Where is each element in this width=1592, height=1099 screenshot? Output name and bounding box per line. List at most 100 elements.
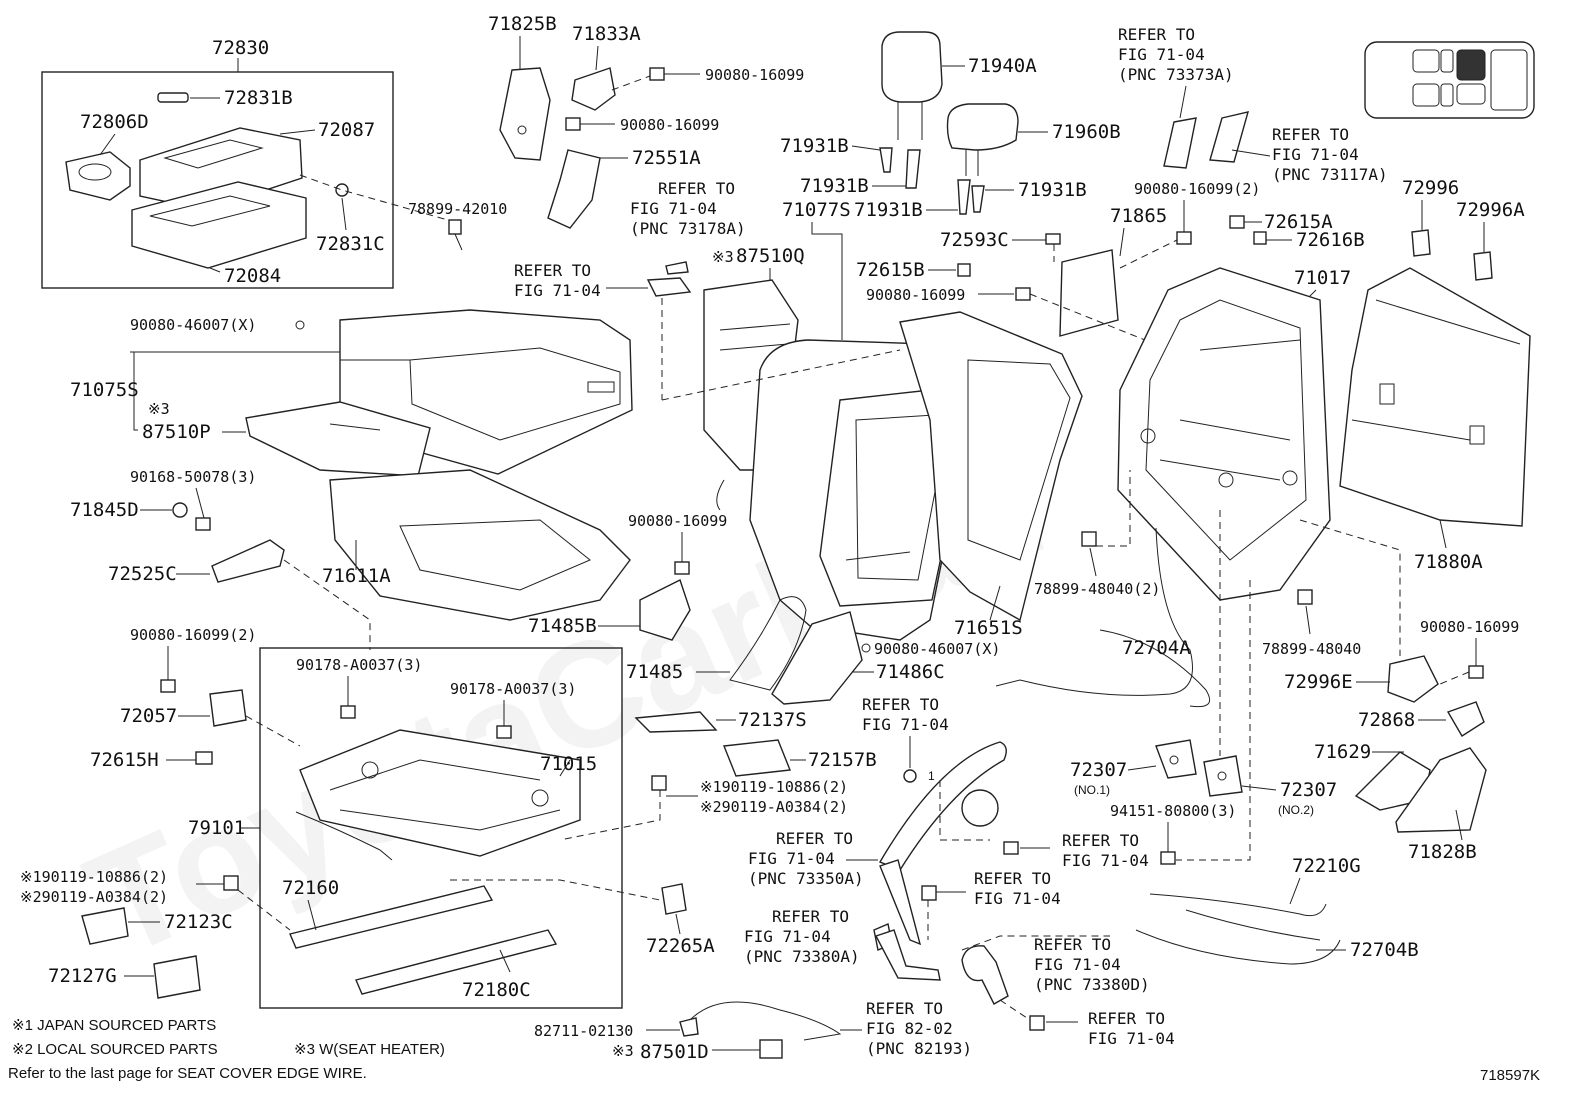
nut-94151 — [1160, 851, 1176, 865]
seat-back-frame-71017 — [1117, 267, 1331, 601]
label-90178-b: 90178-A0037(3) — [450, 680, 576, 698]
seat-track-72160 — [289, 885, 494, 949]
footnote-japan-sourced: ※1 JAPAN SOURCED PARTS — [12, 1017, 216, 1034]
label-71828B: 71828B — [1408, 841, 1477, 863]
label-71880A: 71880A — [1414, 551, 1483, 573]
label-71077S: 71077S — [782, 199, 851, 221]
label-72996: 72996 — [1402, 177, 1459, 199]
screw-90080-16099-2a — [1176, 231, 1192, 245]
cover-72127G — [153, 955, 201, 999]
label-87501D: 87501D — [640, 1041, 709, 1063]
nut-71845D — [172, 502, 188, 518]
label-72616B: 72616B — [1296, 229, 1365, 251]
label-78899-48040-2: 78899-48040(2) — [1034, 580, 1160, 598]
svg-text:REFER TO: REFER TO — [514, 261, 591, 280]
clip-73178A — [665, 261, 689, 275]
cover-72137S — [634, 711, 718, 733]
seat-cushion-frame-71015 — [299, 729, 581, 857]
svg-text:FIG 71-04: FIG 71-04 — [1062, 851, 1149, 870]
bolt-90119-a — [651, 775, 667, 791]
headrest-71940A — [881, 31, 943, 140]
label-87510Q: 87510Q — [736, 245, 805, 267]
connector-72265A — [661, 883, 687, 915]
nut-fig-7104-c — [1003, 841, 1019, 855]
svg-text:FIG 82-02: FIG 82-02 — [866, 1019, 953, 1038]
label-71486C: 71486C — [876, 661, 945, 683]
refer-73373A: REFER TO FIG 71-04 (PNC 73373A) — [1118, 25, 1234, 84]
label-72615H: 72615H — [90, 749, 159, 771]
heater-harness-87501D — [679, 1001, 842, 1059]
buckle-73380A — [874, 929, 941, 981]
label-90119-10886-b: ※190119-10886(2) — [20, 868, 168, 886]
label-90168-50078: 90168-50078(3) — [130, 468, 256, 486]
refer-73380A: REFER TO FIG 71-04 (PNC 73380A) — [744, 907, 860, 966]
clip-72615B — [957, 263, 971, 277]
bracket-72996 — [1411, 229, 1431, 257]
svg-text:REFER TO: REFER TO — [1034, 935, 1111, 954]
label-94151-80800: 94151-80800(3) — [1110, 802, 1236, 820]
screw-90080-16099-c — [1015, 287, 1031, 301]
label-72551A: 72551A — [632, 147, 701, 169]
label-90080-16099-d: 90080-16099 — [628, 512, 727, 530]
refer-7104-d: REFER TO FIG 71-04 — [974, 869, 1061, 908]
label-90178-a: 90178-A0037(3) — [296, 656, 422, 674]
label-72831B: 72831B — [224, 87, 293, 109]
label-87510Q-mark: ※3 — [712, 248, 734, 266]
svg-text:REFER TO: REFER TO — [1118, 25, 1195, 44]
refer-73117A: REFER TO FIG 71-04 (PNC 73117A) — [1272, 125, 1388, 184]
label-72996A: 72996A — [1456, 199, 1525, 221]
svg-text:REFER TO: REFER TO — [866, 999, 943, 1018]
bolt-78899-48040 — [1297, 589, 1313, 605]
label-90119-10886-a: ※190119-10886(2) — [700, 778, 848, 796]
label-72831C: 72831C — [316, 233, 385, 255]
label-72593C: 72593C — [940, 229, 1009, 251]
headrest-71960B — [946, 103, 1019, 176]
label-72307-no2: 72307 — [1280, 779, 1337, 801]
figure-id: 718597K — [1480, 1067, 1540, 1084]
svg-text:FIG 71-04: FIG 71-04 — [1034, 955, 1121, 974]
label-71485B: 71485B — [528, 615, 597, 637]
seat-cushion-pad-71611A — [329, 469, 631, 621]
svg-text:FIG 71-04: FIG 71-04 — [744, 927, 831, 946]
label-72996E: 72996E — [1284, 671, 1353, 693]
label-72265A: 72265A — [646, 935, 715, 957]
trim-71865 — [1059, 249, 1119, 337]
label-71845D: 71845D — [70, 499, 139, 521]
clip-fig-7104 — [646, 277, 692, 297]
label-72615B: 72615B — [856, 259, 925, 281]
refer-7104-a: REFER TO FIG 71-04 — [514, 261, 601, 300]
seat-position-locator-icon — [1364, 41, 1535, 119]
bolt-90119-b — [223, 875, 239, 891]
svg-text:(PNC 73380D): (PNC 73380D) — [1034, 975, 1150, 994]
label-71485: 71485 — [626, 661, 683, 683]
clip-72615H — [195, 751, 213, 765]
release-cable-72704A — [995, 527, 1210, 708]
label-72137S: 72137S — [738, 709, 807, 731]
refer-73380D: REFER TO FIG 71-04 (PNC 73380D) — [1034, 935, 1150, 994]
label-90080-16099-c: 90080-16099 — [866, 286, 965, 304]
label-87510P: 87510P — [142, 421, 211, 443]
label-72806D: 72806D — [80, 111, 149, 133]
hinge-cover-71833A — [571, 67, 616, 111]
cover-72996E — [1387, 655, 1439, 703]
label-90119-A0384-b: ※290119-A0384(2) — [20, 888, 168, 906]
armrest-lower-base — [131, 181, 307, 269]
cover-73373A — [1163, 117, 1197, 169]
cap-72831C — [335, 183, 349, 197]
seat-belt-assembly — [873, 741, 1007, 951]
footnote-seat-heater: ※3 W(SEAT HEATER) — [294, 1041, 445, 1058]
label-71931B-2: 71931B — [800, 175, 869, 197]
label-72180C: 72180C — [462, 979, 531, 1001]
svg-text:REFER TO: REFER TO — [772, 907, 849, 926]
screw-90080-16099-2b — [160, 679, 176, 693]
svg-text:FIG 71-04: FIG 71-04 — [1088, 1029, 1175, 1048]
screw-90080-16099-e — [1468, 665, 1484, 679]
svg-text:FIG 71-04: FIG 71-04 — [974, 889, 1061, 908]
svg-text:REFER TO: REFER TO — [974, 869, 1051, 888]
label-90080-46007X-b: 90080-46007(X) — [874, 640, 1000, 658]
label-90080-16099-2a: 90080-16099(2) — [1134, 180, 1260, 198]
svg-text:FIG 71-04: FIG 71-04 — [748, 849, 835, 868]
armrest-pin-72831B — [157, 92, 189, 103]
label-71015: 71015 — [540, 753, 597, 775]
label-72704B: 72704B — [1350, 939, 1419, 961]
